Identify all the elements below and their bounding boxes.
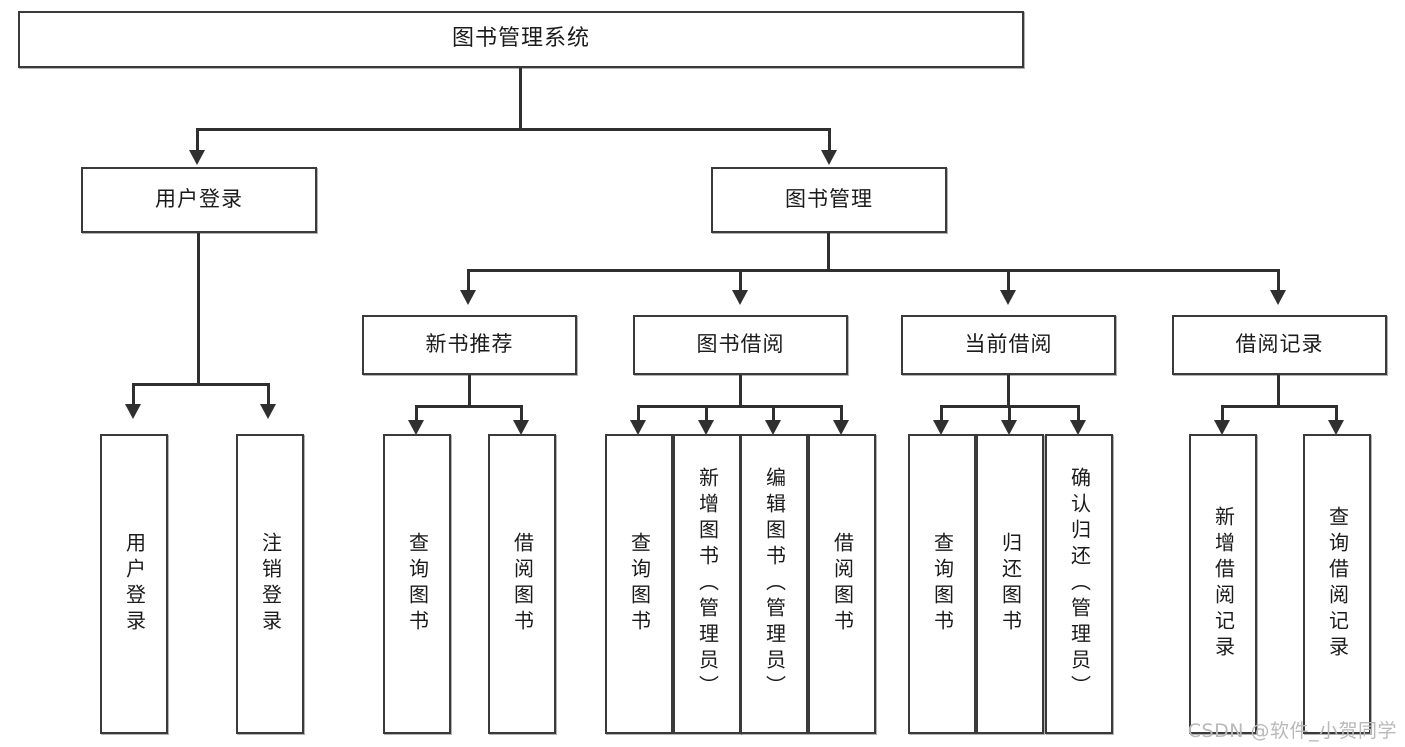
connector-login-left bbox=[132, 383, 135, 405]
leaf-edit-book-label: 编辑图书（管理员） bbox=[762, 467, 787, 701]
connector-borrow-bus bbox=[637, 405, 843, 408]
arrow-login-leaf-1 bbox=[125, 404, 141, 419]
leaf-query-book-borrow-label: 查询图书 bbox=[627, 532, 652, 636]
leaf-user-login[interactable]: 用户登录 bbox=[100, 434, 168, 734]
arrow-root-to-bookmgmt bbox=[821, 150, 837, 165]
arrow-bookmgmt-to-current bbox=[1000, 290, 1016, 305]
connector-root-stem bbox=[519, 68, 522, 130]
node-borrow-records-label: 借阅记录 bbox=[1235, 332, 1324, 357]
arrow-current-leaf-3 bbox=[1070, 420, 1086, 435]
node-current-borrow[interactable]: 当前借阅 bbox=[901, 315, 1116, 375]
connector-root-bus bbox=[196, 128, 831, 131]
connector-newbook-stem bbox=[468, 375, 471, 407]
arrow-root-to-login bbox=[189, 150, 205, 165]
connector-records-c1 bbox=[1221, 405, 1224, 422]
node-borrow-records[interactable]: 借阅记录 bbox=[1172, 315, 1387, 375]
leaf-query-book-borrow[interactable]: 查询图书 bbox=[605, 434, 673, 734]
arrow-current-leaf-1 bbox=[933, 420, 949, 435]
connector-root-to-login bbox=[196, 128, 199, 151]
leaf-query-borrow-record[interactable]: 查询借阅记录 bbox=[1303, 434, 1371, 734]
connector-records-bus bbox=[1221, 405, 1338, 408]
node-new-book-recommend[interactable]: 新书推荐 bbox=[362, 315, 577, 375]
leaf-query-book-current[interactable]: 查询图书 bbox=[908, 434, 976, 734]
connector-current-c1 bbox=[940, 405, 943, 422]
arrow-borrow-leaf-2 bbox=[698, 420, 714, 435]
connector-bookmgmt-to-newbook bbox=[467, 269, 470, 291]
arrow-current-leaf-2 bbox=[1001, 420, 1017, 435]
connector-current-c3 bbox=[1077, 405, 1080, 422]
leaf-query-book-newbook-label: 查询图书 bbox=[405, 532, 430, 636]
node-root[interactable]: 图书管理系统 bbox=[18, 11, 1024, 68]
leaf-borrow-book-borrow-label: 借阅图书 bbox=[830, 532, 855, 636]
leaf-user-logout-label: 注销登录 bbox=[258, 532, 283, 636]
arrow-records-leaf-1 bbox=[1214, 420, 1230, 435]
connector-login-right bbox=[267, 383, 270, 405]
node-book-management[interactable]: 图书管理 bbox=[711, 167, 947, 233]
arrow-bookmgmt-to-newbook bbox=[460, 290, 476, 305]
node-user-login-label: 用户登录 bbox=[155, 187, 243, 212]
arrow-borrow-leaf-3 bbox=[765, 420, 781, 435]
connector-current-c2 bbox=[1008, 405, 1011, 422]
connector-bookmgmt-bus bbox=[467, 269, 1279, 272]
leaf-add-borrow-record-label: 新增借阅记录 bbox=[1211, 506, 1236, 662]
leaf-query-borrow-record-label: 查询借阅记录 bbox=[1325, 506, 1350, 662]
connector-root-to-bookmgmt bbox=[828, 128, 831, 151]
connector-borrow-c3 bbox=[772, 405, 775, 422]
leaf-user-logout[interactable]: 注销登录 bbox=[236, 434, 304, 734]
connector-records-stem bbox=[1277, 375, 1280, 407]
node-book-borrow-label: 图书借阅 bbox=[696, 332, 785, 357]
arrow-records-leaf-2 bbox=[1328, 420, 1344, 435]
leaf-add-book-label: 新增图书（管理员） bbox=[695, 467, 720, 701]
arrow-bookmgmt-to-borrow bbox=[732, 290, 748, 305]
connector-borrow-c2 bbox=[705, 405, 708, 422]
connector-login-stem bbox=[197, 233, 200, 385]
arrow-newbook-leaf-2 bbox=[513, 420, 529, 435]
leaf-query-book-newbook[interactable]: 查询图书 bbox=[383, 434, 451, 734]
connector-bookmgmt-stem bbox=[827, 233, 830, 271]
node-user-login[interactable]: 用户登录 bbox=[81, 167, 317, 233]
connector-newbook-c2 bbox=[520, 405, 523, 422]
leaf-confirm-return-label: 确认归还（管理员） bbox=[1067, 467, 1092, 701]
leaf-edit-book[interactable]: 编辑图书（管理员） bbox=[740, 434, 808, 734]
arrow-bookmgmt-to-records bbox=[1270, 290, 1286, 305]
node-root-label: 图书管理系统 bbox=[451, 26, 590, 52]
leaf-user-login-label: 用户登录 bbox=[122, 532, 147, 636]
connector-borrow-stem bbox=[739, 375, 742, 407]
connector-bookmgmt-to-borrow bbox=[739, 269, 742, 291]
leaf-return-book[interactable]: 归还图书 bbox=[976, 434, 1044, 734]
leaf-borrow-book-newbook-label: 借阅图书 bbox=[510, 532, 535, 636]
connector-bookmgmt-to-current bbox=[1007, 269, 1010, 291]
leaf-add-borrow-record[interactable]: 新增借阅记录 bbox=[1189, 434, 1257, 734]
leaf-borrow-book-newbook[interactable]: 借阅图书 bbox=[488, 434, 556, 734]
connector-bookmgmt-to-records bbox=[1277, 269, 1280, 291]
arrow-borrow-leaf-4 bbox=[833, 420, 849, 435]
arrow-newbook-leaf-1 bbox=[408, 420, 424, 435]
connector-borrow-c1 bbox=[637, 405, 640, 422]
leaf-return-book-label: 归还图书 bbox=[998, 532, 1023, 636]
connector-borrow-c4 bbox=[840, 405, 843, 422]
leaf-confirm-return[interactable]: 确认归还（管理员） bbox=[1045, 434, 1113, 734]
connector-newbook-bus bbox=[415, 405, 523, 408]
arrow-login-leaf-2 bbox=[260, 404, 276, 419]
leaf-query-book-current-label: 查询图书 bbox=[930, 532, 955, 636]
node-current-borrow-label: 当前借阅 bbox=[964, 332, 1053, 357]
connector-newbook-c1 bbox=[415, 405, 418, 422]
leaf-add-book[interactable]: 新增图书（管理员） bbox=[673, 434, 741, 734]
connector-records-c2 bbox=[1335, 405, 1338, 422]
connector-login-bus bbox=[132, 383, 270, 386]
arrow-borrow-leaf-1 bbox=[630, 420, 646, 435]
leaf-borrow-book-borrow[interactable]: 借阅图书 bbox=[808, 434, 876, 734]
connector-current-stem bbox=[1007, 375, 1010, 407]
node-new-book-recommend-label: 新书推荐 bbox=[425, 332, 514, 357]
node-book-management-label: 图书管理 bbox=[785, 187, 873, 212]
node-book-borrow[interactable]: 图书借阅 bbox=[633, 315, 848, 375]
